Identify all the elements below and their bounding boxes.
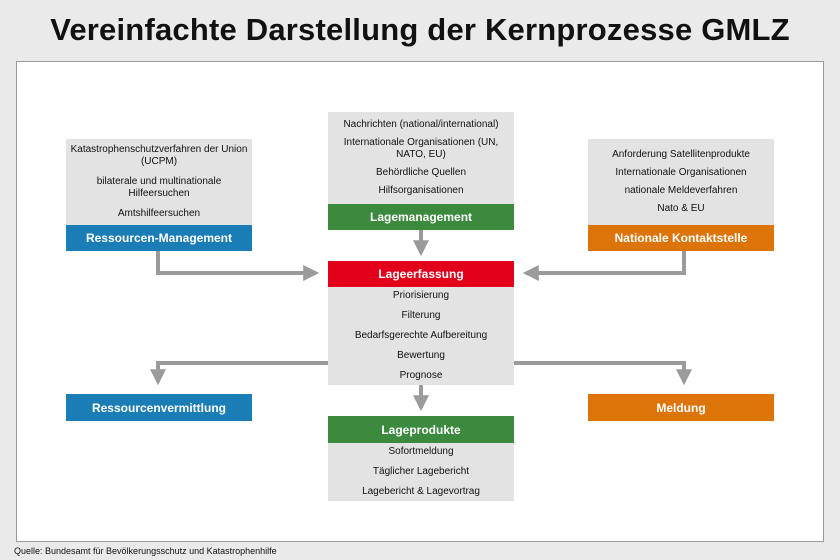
kontaktstelle-sources-box: Anforderung Satellitenprodukte Internati… (588, 139, 774, 225)
arrow-ressourcen-to-lageerfassung (156, 251, 320, 281)
source-item: Nachrichten (national/international) (343, 119, 499, 130)
meldung-label: Meldung (588, 394, 774, 421)
process-step: Bewertung (397, 350, 445, 361)
ressourcen-sources-box: Katastrophenschutzverfahren der Union (U… (66, 139, 252, 225)
process-step: Prognose (399, 370, 443, 381)
source-item: Hilfsorganisationen (378, 185, 464, 196)
nationale-kontaktstelle-label: Nationale Kontaktstelle (588, 225, 774, 251)
source-item: Internationale Organisationen (UN, NATO,… (343, 137, 499, 160)
arrow-lageerfassung-to-meldung (514, 361, 692, 386)
ressourcenvermittlung-label: Ressourcenvermittlung (66, 394, 252, 421)
process-step: Filterung (401, 310, 441, 321)
lageprodukte-items-box: Sofortmeldung Täglicher Lagebericht Lage… (328, 443, 514, 501)
source-item: Internationale Organisationen (615, 167, 747, 178)
arrow-lageerfassung-to-ressourcenvermittlung (150, 361, 328, 386)
lageerfassung-steps-box: Priorisierung Filterung Bedarfsgerechte … (328, 287, 514, 385)
lagemanagement-sources-box: Nachrichten (national/international) Int… (328, 112, 514, 204)
lageerfassung-label: Lageerfassung (328, 261, 514, 287)
source-item: Behördliche Quellen (375, 167, 467, 178)
source-item: Nato & EU (657, 203, 705, 214)
lagemanagement-label: Lagemanagement (328, 204, 514, 230)
page-title: Vereinfachte Darstellung der Kernprozess… (50, 12, 790, 47)
source-item: Anforderung Satellitenprodukte (612, 149, 750, 160)
product-item: Sofortmeldung (388, 446, 454, 457)
product-item: Täglicher Lagebericht (372, 466, 470, 477)
source-item: Katastrophenschutzverfahren der Union (U… (70, 144, 248, 167)
ressourcen-management-label: Ressourcen-Management (66, 225, 252, 251)
lageprodukte-label: Lageprodukte (328, 416, 514, 443)
source-item: bilaterale und multinationale Hilfeersuc… (96, 176, 222, 199)
source-item: nationale Meldeverfahren (624, 185, 738, 196)
source-caption: Quelle: Bundesamt für Bevölkerungsschutz… (14, 546, 277, 556)
arrow-kontaktstelle-to-lageerfassung (522, 251, 686, 281)
process-step: Priorisierung (392, 290, 450, 301)
source-item: Amtshilfeersuchen (117, 208, 201, 219)
product-item: Lagebericht & Lagevortrag (362, 486, 480, 497)
process-step: Bedarfsgerechte Aufbereitung (354, 330, 488, 341)
